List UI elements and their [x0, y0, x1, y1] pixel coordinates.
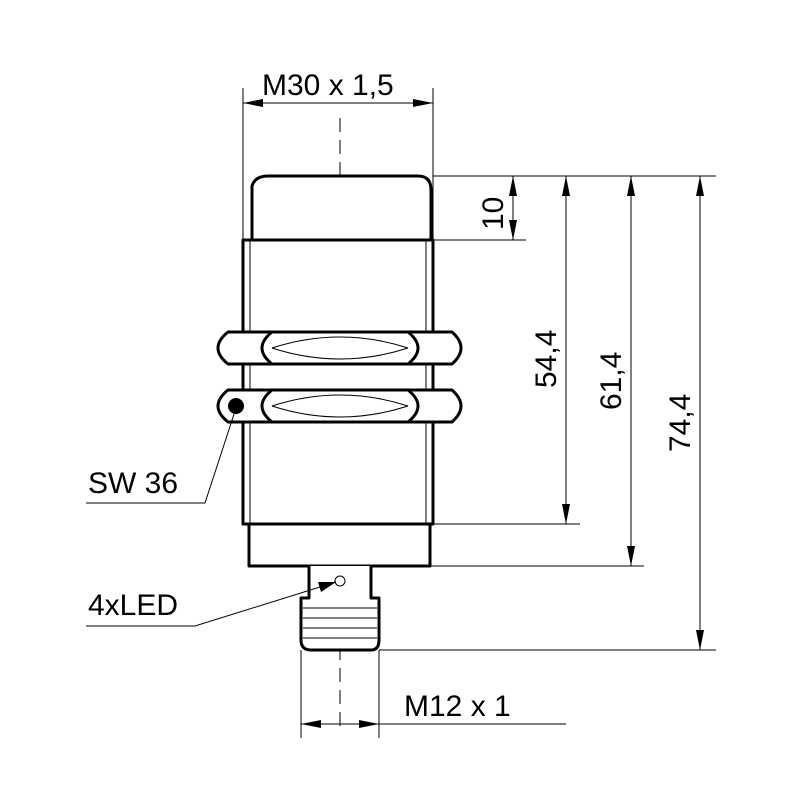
led-leader: 4xLED	[86, 581, 337, 627]
upper-nut	[216, 330, 463, 366]
thread-label: M30 x 1,5	[262, 69, 394, 102]
wrench-label: SW 36	[88, 467, 178, 500]
lower-body	[247, 522, 432, 568]
thread-dimension: M30 x 1,5	[242, 69, 434, 240]
led-indicator	[334, 575, 346, 587]
dim-10-label: 10	[477, 197, 510, 230]
wrench-leader: SW 36	[86, 407, 237, 504]
threaded-body	[241, 238, 435, 526]
connector-dimension: M12 x 1	[300, 650, 566, 738]
lower-nut	[216, 388, 463, 424]
dim-74-4: 74,4	[664, 176, 704, 650]
dim-74-4-label: 74,4	[664, 394, 697, 452]
led-label: 4xLED	[88, 589, 178, 622]
connector-label: M12 x 1	[404, 690, 511, 723]
dim-61-4: 61,4	[595, 176, 635, 566]
dim-54-4-label: 54,4	[530, 330, 563, 388]
sensor-head	[250, 174, 433, 242]
wrench-marker-dot	[228, 398, 244, 414]
dim-61-4-label: 61,4	[595, 352, 628, 410]
dim-10: 10	[477, 176, 517, 240]
m12-connector	[299, 566, 381, 652]
dim-54-4: 54,4	[530, 176, 570, 524]
